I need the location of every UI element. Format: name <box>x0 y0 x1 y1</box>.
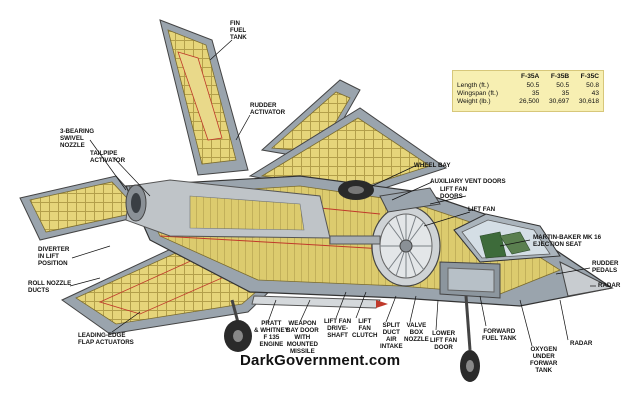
callout-auxiliary-vent-doors: AUXILIARY VENT DOORS <box>430 178 506 185</box>
callout-radar-lower: RADAR <box>570 340 593 347</box>
spec-table-header-f35b: F-35B <box>550 73 570 80</box>
spec-value: 30,697 <box>548 98 570 105</box>
spec-table-header-blank <box>453 71 514 81</box>
callout-roll-nozzle-ducts: ROLL NOZZLE DUCTS <box>28 280 72 294</box>
callout-pratt-whitney-engine: PRATT & WHITNEY F 135 ENGINE <box>254 320 289 348</box>
cockpit <box>453 213 561 263</box>
spec-value: 35 <box>561 90 570 97</box>
callout-tailpipe-activator: TAILPIPE ACTIVATOR <box>90 150 126 164</box>
callout-split-duct-air-intake: SPLIT DUCT AIR INTAKE <box>380 322 403 350</box>
spec-row-label: Weight (lb.) <box>457 98 491 105</box>
callout-diverter-in-lift-position: DIVERTER IN LIFT POSITION <box>38 246 70 267</box>
main-landing-gear <box>224 299 252 352</box>
specifications-table: F-35A F-35B F-35C Length (ft.) 50.5 50.5… <box>452 70 604 112</box>
air-intake <box>439 261 501 299</box>
spec-row-label: Wingspan (ft.) <box>457 90 499 97</box>
spec-table-header-f35c: F-35C <box>580 73 599 80</box>
watermark-text: DarkGovernment.com <box>240 352 401 369</box>
callout-weapon-bay-door: WEAPON BAY DOOR WITH MOUNTED MISSILE <box>286 320 319 355</box>
spec-table-row: Wingspan (ft.) 35 35 43 <box>453 89 603 97</box>
engine <box>125 179 331 239</box>
callout-rudder-pedals: RUDDER PEDALS <box>592 260 619 274</box>
callout-forward-fuel-tank: FORWARD FUEL TANK <box>482 328 517 342</box>
callout-leader-lines <box>69 39 596 347</box>
nose-landing-gear <box>460 295 480 382</box>
callout-lower-lift-fan-door: LOWER LIFT FAN DOOR <box>430 330 458 351</box>
spec-value: 30,618 <box>578 98 599 105</box>
spec-table-row: Length (ft.) 50.5 50.5 50.8 <box>453 81 603 89</box>
spec-value: 50.5 <box>556 82 570 89</box>
callout-lift-fan-clutch: LIFT FAN CLUTCH <box>352 318 378 339</box>
spec-value: 50.5 <box>526 82 540 89</box>
spec-table-row: Weight (lb.) 26,500 30,697 30,618 <box>453 97 603 105</box>
callout-valve-box-nozzle: VALVE BOX NOZZLE <box>404 322 429 343</box>
callout-martin-baker-ejection-seat: MARTIN-BAKER MK 16 EJECTION SEAT <box>533 234 602 248</box>
callout-lift-fan-drive-shaft: LIFT FAN DRIVE- SHAFT <box>324 318 352 339</box>
spec-value: 26,500 <box>519 98 540 105</box>
spec-table-header-f35a: F-35A <box>521 73 540 80</box>
spec-row-label: Length (ft.) <box>457 82 489 89</box>
callout-3-bearing-swivel-nozzle: 3-BEARING SWIVEL NOZZLE <box>60 128 95 149</box>
callout-lift-fan: LIFT FAN <box>468 206 496 213</box>
callout-rudder-activator: RUDDER ACTIVATOR <box>250 102 286 116</box>
callout-leading-edge-flap-actuators: LEADING-EDGE FLAP ACTUATORS <box>78 332 134 346</box>
horizontal-stabilizer-left <box>19 175 151 241</box>
nose-radar <box>559 261 614 297</box>
callout-fin-fuel-tank: FIN FUEL TANK <box>230 20 247 41</box>
spec-value: 50.8 <box>586 82 599 89</box>
weapon-bay-missile <box>251 295 388 309</box>
callout-wheel-bay: WHEEL BAY <box>414 162 451 169</box>
callout-radar-upper: RADAR <box>598 282 621 289</box>
lift-fan-drive-shaft <box>329 235 381 245</box>
callout-oxygen-under-forward-tank: OXYGEN UNDER FORWAR TANK <box>530 346 558 374</box>
spec-table-header-row: F-35A F-35B F-35C <box>453 71 603 81</box>
vertical-tail-fin <box>159 19 249 176</box>
wheel-bay <box>338 180 374 200</box>
spec-value: 35 <box>531 90 540 97</box>
callout-lift-fan-doors: LIFT FAN DOORS <box>440 186 468 200</box>
lift-fan <box>371 205 441 287</box>
spec-value: 43 <box>591 90 599 97</box>
